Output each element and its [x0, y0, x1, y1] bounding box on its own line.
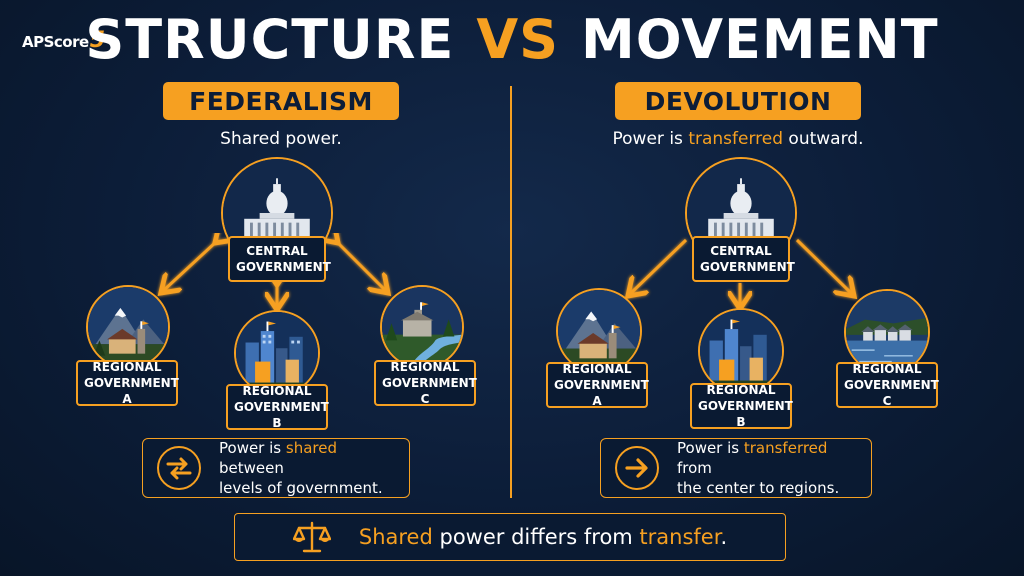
federalism-note: Power is shared between levels of govern…: [142, 438, 410, 498]
fed-note-post: between: [219, 459, 284, 477]
fed-region-a-line2: GOVERNMENT A: [84, 376, 179, 406]
fed-region-b-label: REGIONAL GOVERNMENT B: [226, 384, 329, 430]
fed-central-label: CENTRAL GOVERNMENT: [228, 236, 331, 282]
fed-central-label-line1: CENTRAL: [246, 244, 308, 258]
devolution-subtitle-post: outward.: [783, 129, 864, 149]
center-divider: [510, 86, 512, 498]
devolution-note: Power is transferred from the center to …: [600, 438, 872, 498]
brand-digit: 5: [89, 28, 105, 53]
fed-note-line2: levels of government.: [219, 479, 383, 497]
city-icon: [236, 312, 318, 394]
dev-region-c-circle: [844, 289, 930, 375]
fed-arrow-a: [163, 241, 217, 291]
dev-note-line2: the center to regions.: [677, 479, 840, 497]
devolution-subtitle-pre: Power is: [612, 129, 689, 149]
fed-arrow-c: [336, 241, 386, 291]
dev-region-b-line1: REGIONAL: [706, 383, 776, 397]
federalism-note-text: Power is shared between levels of govern…: [219, 438, 395, 498]
fed-region-a-label: REGIONAL GOVERNMENT A: [76, 360, 179, 406]
title-vs: VS: [476, 8, 560, 71]
mountain-village-icon: [558, 290, 640, 372]
dev-arrow-c: [795, 238, 852, 294]
devolution-subtitle-highlight: transferred: [688, 129, 784, 149]
swap-arrows-icon: [157, 446, 201, 490]
bottom-end: .: [720, 525, 728, 549]
title-left: STRUCTURE: [85, 8, 455, 71]
devolution-heading: DEVOLUTION: [615, 82, 861, 120]
right-arrow-icon: [615, 446, 659, 490]
dev-note-highlight: transferred: [743, 439, 828, 457]
dev-region-a-label: REGIONAL GOVERNMENT A: [546, 362, 649, 408]
dev-region-a-circle: [556, 288, 642, 374]
fed-region-b-line1: REGIONAL: [242, 384, 312, 398]
dev-region-c-line1: REGIONAL: [852, 362, 922, 376]
dev-region-c-label: REGIONAL GOVERNMENT C: [836, 362, 939, 408]
scales-icon: [292, 521, 331, 553]
devolution-subtitle: Power is transferred outward.: [560, 129, 916, 149]
fed-region-b-line2: GOVERNMENT B: [234, 400, 329, 430]
fed-region-a-circle: [86, 285, 170, 369]
fed-region-c-line1: REGIONAL: [390, 360, 460, 374]
bottom-hl1: Shared: [358, 525, 433, 549]
fed-note-pre: Power is: [219, 439, 286, 457]
dev-note-pre: Power is: [677, 439, 744, 457]
fed-region-c-circle: [380, 285, 464, 369]
river-town-icon: [382, 287, 462, 367]
bottom-hl2: transfer: [639, 525, 721, 549]
dev-region-b-label: REGIONAL GOVERNMENT B: [690, 383, 793, 429]
dev-central-label: CENTRAL GOVERNMENT: [692, 236, 795, 282]
dev-region-a-line2: GOVERNMENT A: [554, 378, 649, 408]
dev-region-a-line1: REGIONAL: [562, 362, 632, 376]
dev-note-post: from: [677, 459, 712, 477]
bottom-mid: power differs from: [432, 525, 640, 549]
federalism-subtitle: Shared power.: [220, 129, 342, 149]
dev-region-c-line2: GOVERNMENT C: [844, 378, 939, 408]
devolution-note-text: Power is transferred from the center to …: [677, 438, 857, 498]
dev-arrow-a: [630, 238, 688, 294]
fed-region-c-label: REGIONAL GOVERNMENT C: [374, 360, 477, 406]
city-icon: [700, 310, 782, 392]
federalism-heading: FEDERALISM: [163, 82, 399, 120]
mountain-village-icon: [88, 287, 168, 367]
fed-region-c-line2: GOVERNMENT C: [382, 376, 477, 406]
dev-central-label-line1: CENTRAL: [710, 244, 772, 258]
fed-note-highlight: shared: [285, 439, 337, 457]
dev-region-b-line2: GOVERNMENT B: [698, 399, 793, 429]
dev-central-label-line2: GOVERNMENT: [700, 260, 795, 274]
bottom-summary: Shared power differs from transfer.: [234, 513, 786, 561]
page-title: STRUCTURE VS MOVEMENT: [0, 8, 1024, 71]
title-right: MOVEMENT: [581, 8, 939, 71]
brand-logo: APScore5: [22, 28, 105, 53]
fed-region-a-line1: REGIONAL: [92, 360, 162, 374]
bottom-summary-text: Shared power differs from transfer.: [359, 525, 727, 549]
brand-name: APScore: [22, 33, 89, 51]
fed-central-label-line2: GOVERNMENT: [236, 260, 331, 274]
